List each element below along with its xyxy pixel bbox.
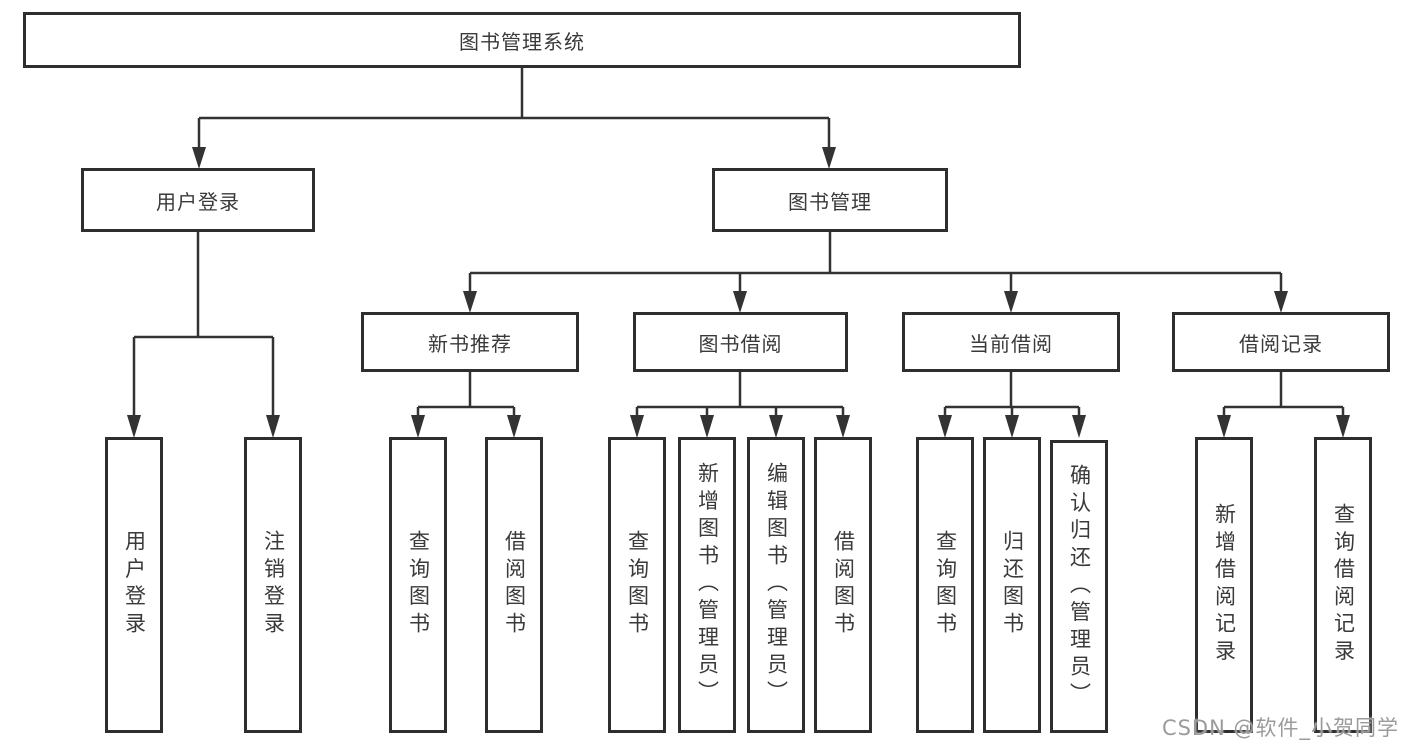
arrowhead-down-icon xyxy=(733,291,747,313)
node-library-system: 图书管理系统 xyxy=(23,12,1021,68)
arrowhead-down-icon xyxy=(1336,415,1350,438)
connector-borrow-records-to-leaves xyxy=(1217,372,1350,438)
arrowhead-down-icon xyxy=(836,415,850,438)
arrowhead-down-icon xyxy=(822,147,836,169)
connector-current-borrow-to-leaves xyxy=(938,372,1086,438)
node-new-book-recommend: 新书推荐 xyxy=(361,312,579,372)
leaf-borrow-books-2: 借阅图书 xyxy=(814,437,872,733)
arrowhead-down-icon xyxy=(938,415,952,438)
leaf-query-books-2: 查询图书 xyxy=(608,437,666,733)
leaf-edit-books-admin: 编辑图书（管理员） xyxy=(747,437,805,733)
arrowhead-down-icon xyxy=(463,291,477,313)
leaf-query-books-3-label: 查询图书 xyxy=(933,530,958,640)
node-borrow-records-label: 借阅记录 xyxy=(1239,331,1323,356)
leaf-query-books-2-label: 查询图书 xyxy=(625,530,650,640)
node-book-management: 图书管理 xyxy=(712,168,948,232)
leaf-user-login: 用户登录 xyxy=(105,437,163,733)
leaf-add-books-admin-label: 新增图书（管理员） xyxy=(695,462,720,708)
arrowhead-down-icon xyxy=(192,147,206,169)
leaf-query-books-1: 查询图书 xyxy=(389,437,447,733)
node-book-borrow: 图书借阅 xyxy=(633,312,848,372)
leaf-return-books-label: 归还图书 xyxy=(1000,530,1025,640)
node-library-system-label: 图书管理系统 xyxy=(459,29,585,54)
node-book-borrow-label: 图书借阅 xyxy=(698,331,783,356)
node-user-login: 用户登录 xyxy=(81,168,315,232)
leaf-query-books-1-label: 查询图书 xyxy=(406,530,431,640)
node-current-borrow-label: 当前借阅 xyxy=(969,331,1053,356)
leaf-query-books-3: 查询图书 xyxy=(916,437,974,733)
node-borrow-records: 借阅记录 xyxy=(1172,312,1390,372)
arrowhead-down-icon xyxy=(1005,415,1019,438)
leaf-logout: 注销登录 xyxy=(244,437,302,733)
arrowhead-down-icon xyxy=(630,415,644,438)
arrowhead-down-icon xyxy=(1004,291,1018,313)
arrowhead-down-icon xyxy=(1274,291,1288,313)
leaf-query-borrow-record: 查询借阅记录 xyxy=(1314,437,1372,733)
leaf-return-books: 归还图书 xyxy=(983,437,1041,733)
leaf-edit-books-admin-label: 编辑图书（管理员） xyxy=(764,462,789,708)
arrowhead-down-icon xyxy=(266,415,280,438)
leaf-logout-label: 注销登录 xyxy=(261,530,286,640)
leaf-add-books-admin: 新增图书（管理员） xyxy=(678,437,736,733)
leaf-confirm-return-admin: 确认归还（管理员） xyxy=(1050,440,1108,733)
leaf-add-borrow-record-label: 新增借阅记录 xyxy=(1212,503,1237,667)
leaf-confirm-return-admin-label: 确认归还（管理员） xyxy=(1067,463,1092,710)
node-book-management-label: 图书管理 xyxy=(788,189,872,214)
leaf-borrow-books-1-label: 借阅图书 xyxy=(502,530,527,640)
connector-new-books-to-leaves xyxy=(411,372,521,438)
leaf-add-borrow-record: 新增借阅记录 xyxy=(1195,437,1253,733)
leaf-borrow-books-1: 借阅图书 xyxy=(485,437,543,733)
arrowhead-down-icon xyxy=(769,415,783,438)
node-current-borrow: 当前借阅 xyxy=(902,312,1120,372)
arrowhead-down-icon xyxy=(1217,415,1231,438)
connector-root-to-level2 xyxy=(192,68,836,169)
connector-book-borrow-to-leaves xyxy=(630,372,850,438)
arrowhead-down-icon xyxy=(127,415,141,438)
csdn-watermark: CSDN @软件_小贺同学 xyxy=(1161,716,1399,740)
leaf-query-borrow-record-label: 查询借阅记录 xyxy=(1331,503,1356,667)
leaf-user-login-label: 用户登录 xyxy=(122,530,147,640)
arrowhead-down-icon xyxy=(700,415,714,438)
connector-book-mgmt-to-level3 xyxy=(463,232,1288,313)
connector-user-login-to-leaves xyxy=(127,232,280,438)
arrowhead-down-icon xyxy=(411,415,425,438)
arrowhead-down-icon xyxy=(507,415,521,438)
node-new-book-recommend-label: 新书推荐 xyxy=(428,331,512,356)
node-user-login-label: 用户登录 xyxy=(156,189,240,214)
arrowhead-down-icon xyxy=(1072,415,1086,438)
leaf-borrow-books-2-label: 借阅图书 xyxy=(831,530,856,640)
